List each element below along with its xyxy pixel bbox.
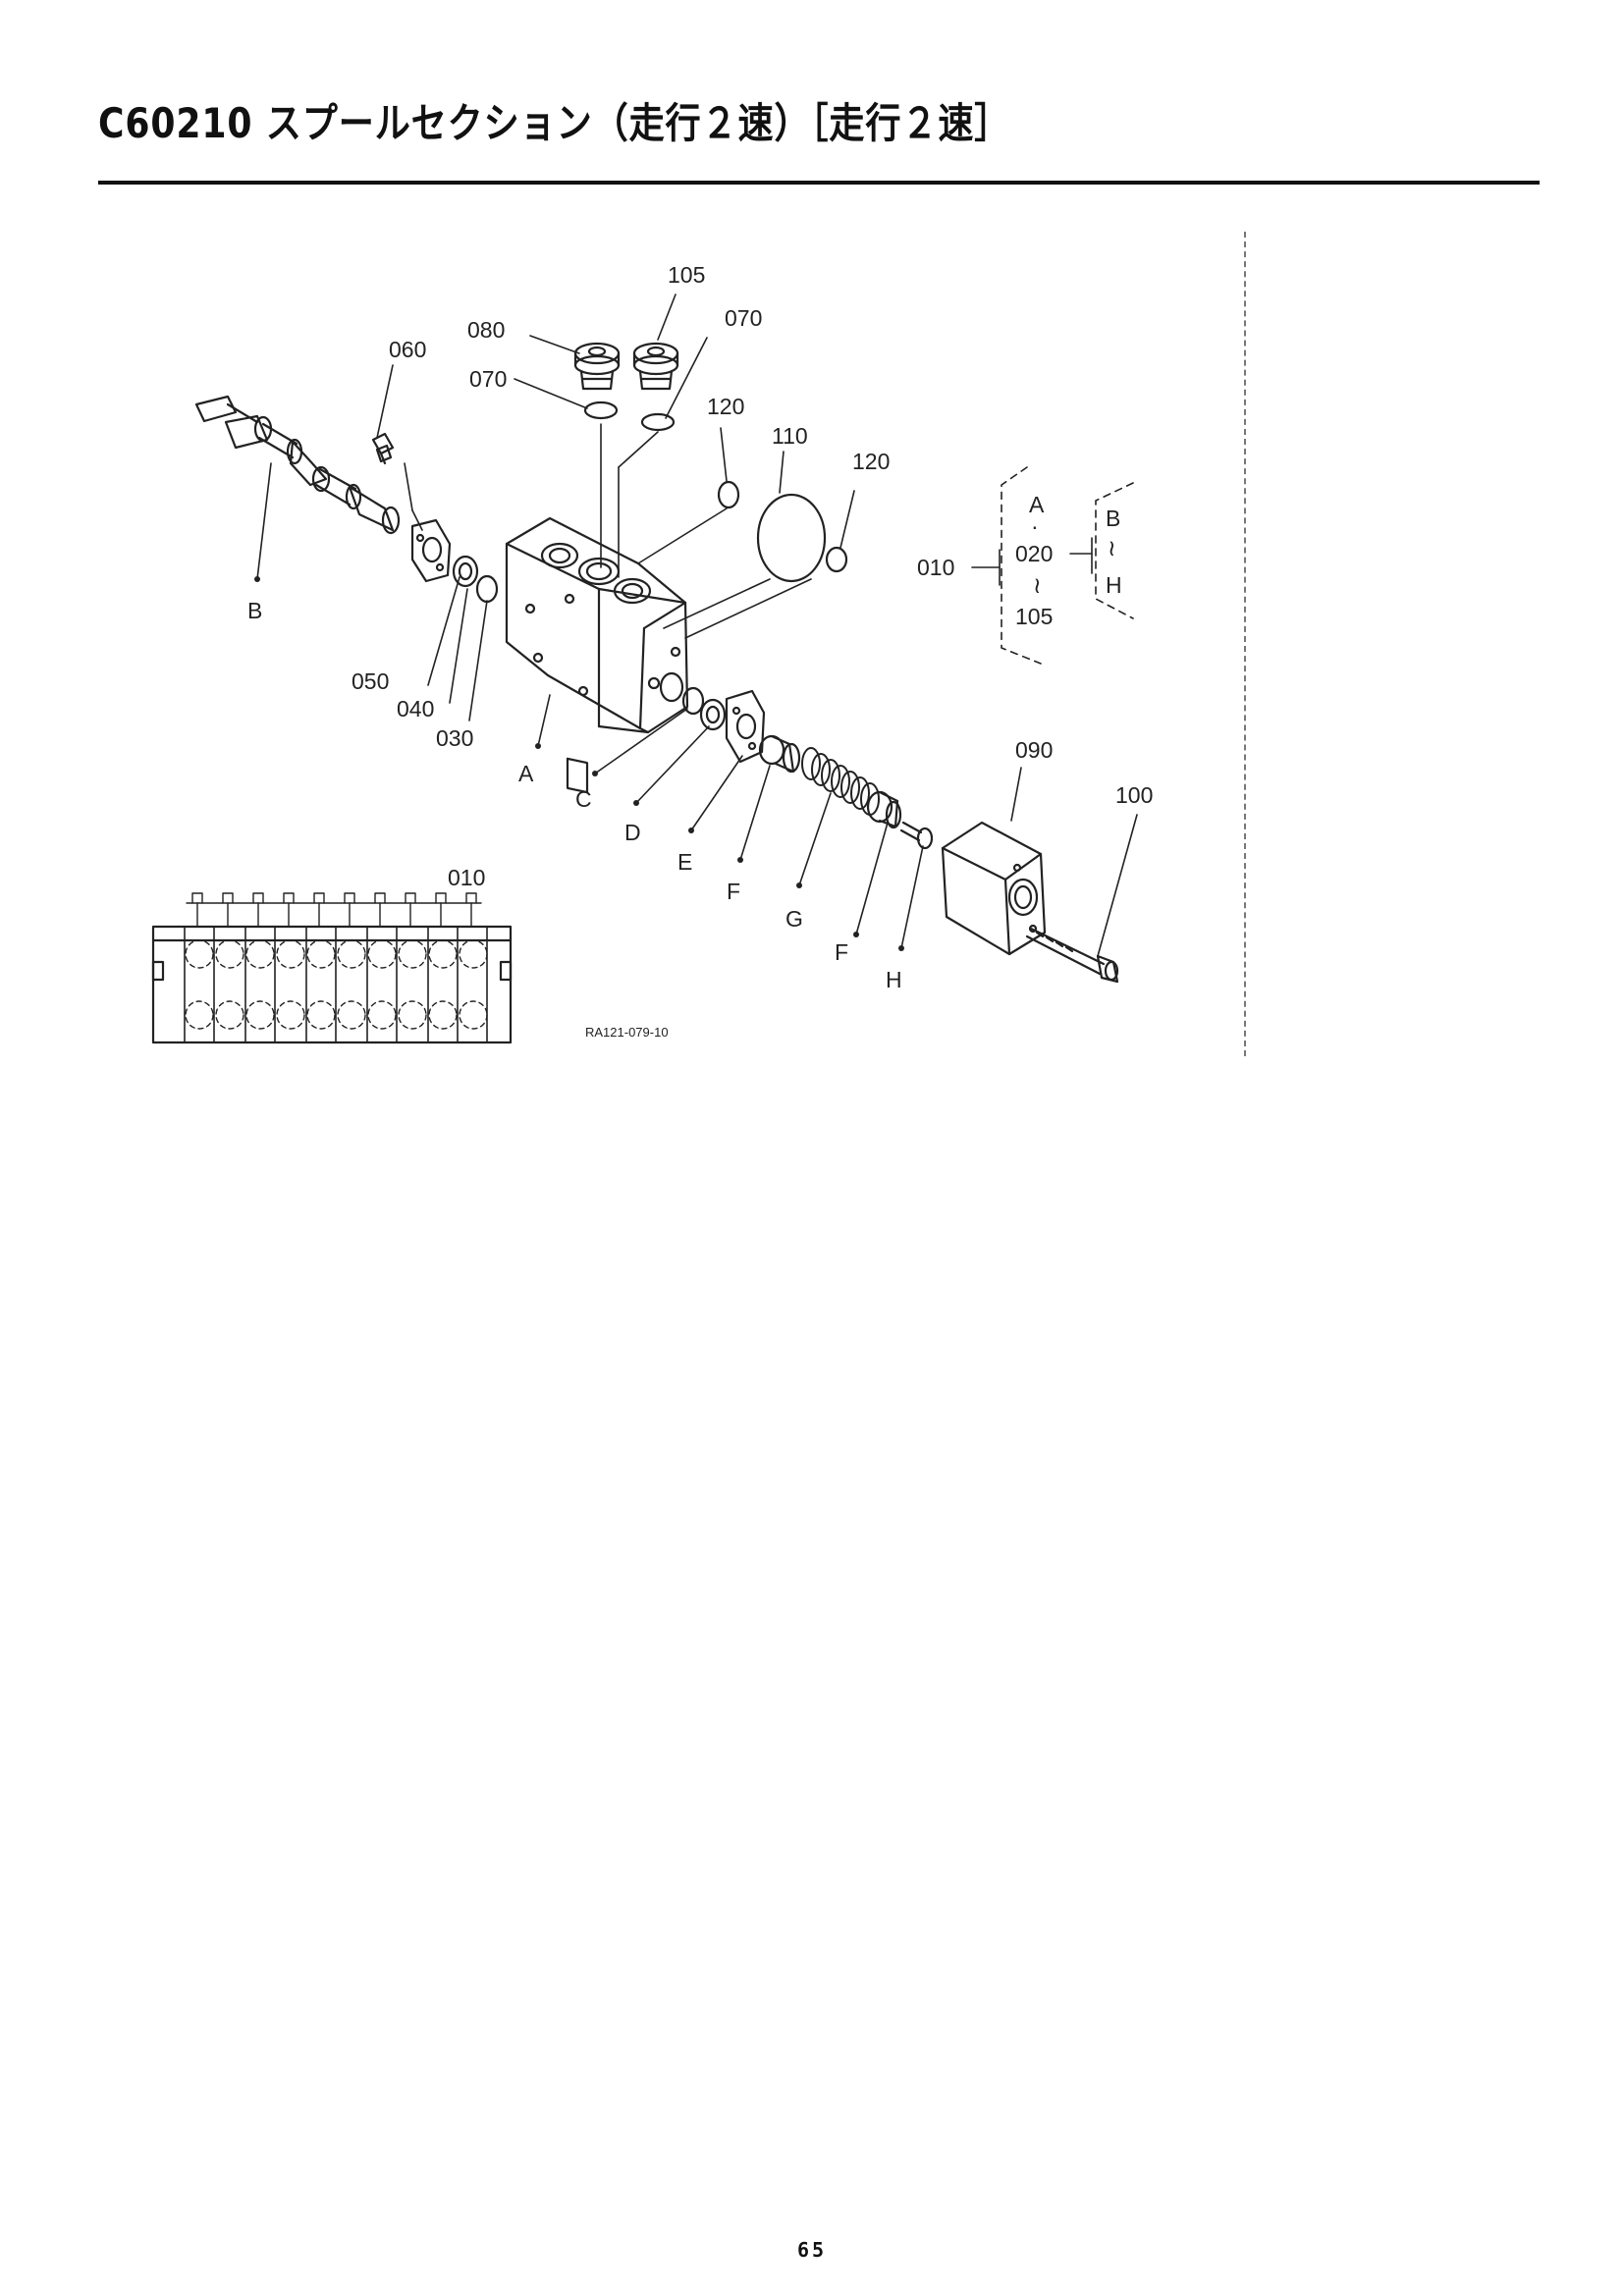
callout-010-bank: 010 [448, 865, 485, 890]
ring-part-040 [452, 555, 479, 588]
flange-part-050 [410, 518, 452, 583]
ring-part-c [681, 686, 705, 716]
oring-part-030 [475, 574, 499, 604]
oring-part-110 [756, 493, 827, 583]
note-tilde-1: ≀ [1033, 572, 1042, 598]
oring-part-120-b [825, 546, 848, 573]
callout-d: D [624, 820, 641, 845]
bolt-part-h [899, 821, 934, 850]
column-separator [1244, 232, 1246, 1056]
spool-part-b [194, 395, 401, 535]
callout-105-top: 105 [668, 262, 705, 288]
callout-g: G [785, 906, 803, 932]
callout-030: 030 [436, 725, 473, 751]
note-range-end: 105 [1015, 604, 1053, 629]
note-part-010: 010 [917, 555, 954, 580]
plug-part-060 [371, 432, 395, 465]
oring-part-120-a [717, 480, 740, 509]
valve-bank-assembly [151, 892, 513, 1044]
plug-part-105 [632, 342, 679, 391]
callout-b: B [247, 598, 262, 623]
callout-090: 090 [1015, 737, 1053, 763]
callout-080: 080 [467, 317, 505, 343]
title-rule [98, 181, 1540, 185]
callout-110: 110 [772, 423, 808, 449]
callout-100: 100 [1115, 782, 1153, 808]
note-alt-start: B [1106, 506, 1120, 531]
callout-070-right: 070 [725, 305, 762, 331]
callout-120-a: 120 [707, 394, 744, 419]
note-range-mid: 020 [1015, 541, 1053, 566]
flange-part-e [725, 689, 766, 764]
callout-c: C [575, 786, 592, 812]
callout-a: A [518, 761, 534, 786]
callout-070-left: 070 [469, 366, 507, 392]
callout-060: 060 [389, 337, 426, 362]
ring-part-d [699, 698, 727, 731]
page-number: 65 [796, 2238, 828, 2262]
note-alt-end: H [1106, 572, 1122, 598]
cap-part-090 [941, 821, 1047, 956]
spring-seat-part-f-2 [866, 790, 902, 829]
spring-seat-part-f-1 [758, 734, 801, 774]
callout-050: 050 [352, 668, 389, 694]
valve-body-part-a [505, 516, 689, 794]
callout-h: H [886, 967, 902, 992]
oring-part-070-left [583, 400, 619, 420]
note-tilde-2: ≀ [1108, 535, 1116, 561]
callout-120-b: 120 [852, 449, 890, 474]
callout-f-2: F [835, 939, 848, 965]
oring-part-070-right [640, 412, 676, 432]
note-range-start: A [1029, 492, 1045, 517]
note-dot: · [1031, 513, 1039, 539]
callout-040: 040 [397, 696, 434, 721]
spring-part-g [801, 747, 880, 816]
callout-e: E [677, 849, 692, 875]
drawing-code: RA121-079-10 [585, 1025, 669, 1040]
bolt-part-100 [1025, 927, 1119, 984]
plug-part-080 [573, 342, 621, 391]
page-title: C60210 スプールセクション（走行２速）［走行２速］ [98, 99, 1011, 147]
callout-f-1: F [727, 879, 740, 904]
